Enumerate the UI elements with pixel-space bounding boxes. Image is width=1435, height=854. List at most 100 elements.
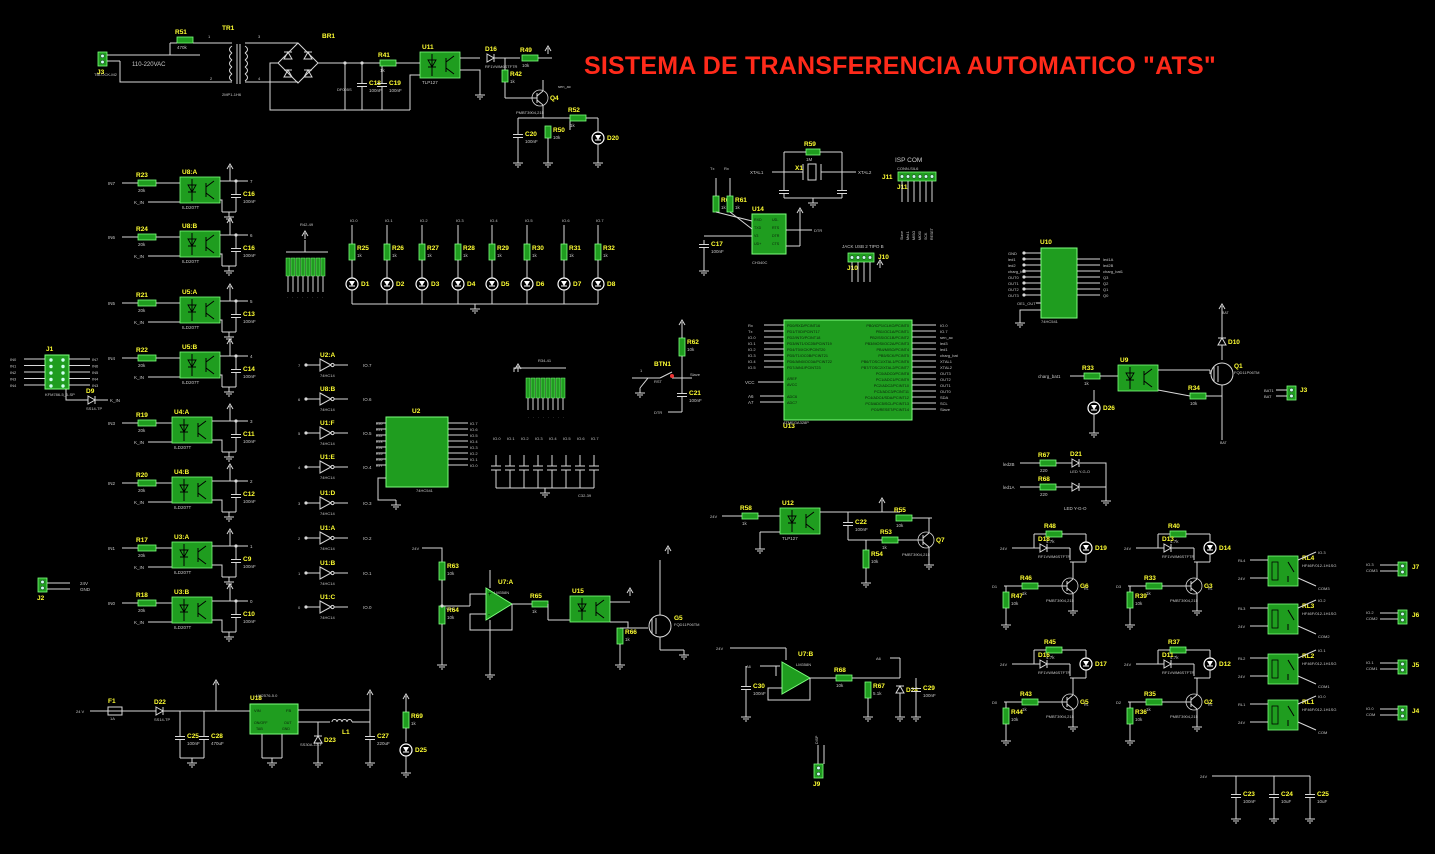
refdes-label: C23: [1243, 791, 1255, 798]
ground-icon: [485, 670, 495, 680]
label: led1: [1008, 257, 1016, 262]
junction: [1022, 281, 1026, 285]
chip-pin-label: RXD: [754, 218, 762, 222]
label: .: [558, 414, 559, 419]
io-net-label: IO.3: [535, 436, 543, 441]
power-arrow-icon: [226, 338, 234, 347]
label: RESET: [930, 227, 934, 240]
label: 74HC541: [416, 488, 434, 493]
refdes-label: C19: [389, 80, 401, 87]
resistor-value: 20k: [138, 608, 146, 613]
refdes-label: R30: [532, 245, 544, 252]
refdes-label: U12: [782, 500, 794, 507]
ground-icon: [543, 158, 553, 168]
refdes-label: D12: [1219, 661, 1231, 668]
wire: [197, 420, 207, 428]
ground-icon: [1125, 620, 1135, 630]
refdes-label: R68: [834, 667, 846, 674]
wire: [220, 253, 223, 266]
label: FQD11P06TM: [1234, 370, 1260, 375]
d20-led: D20: [591, 131, 619, 145]
gate-value: 74HC14: [320, 511, 335, 516]
wire: [1066, 694, 1074, 701]
ground-icon: [1231, 814, 1241, 824]
ground-icon: [267, 758, 277, 768]
junction: [304, 536, 308, 540]
power-arrow-icon: [402, 693, 410, 702]
refdes-label: Q4: [550, 95, 559, 102]
label: COM: [1318, 730, 1327, 735]
label: DISP: [815, 735, 819, 744]
refdes-label: R66: [625, 629, 637, 636]
refdes-label: R27: [427, 245, 439, 252]
junction: [304, 571, 308, 575]
resistor-value: 10k: [871, 559, 879, 564]
label: .: [543, 414, 544, 419]
wire: [1297, 721, 1317, 731]
capacitor-value: 100nF: [243, 439, 256, 444]
label: VCC: [745, 380, 755, 385]
indicator-led: D2: [380, 277, 405, 291]
wire: [205, 355, 215, 363]
wire: [197, 480, 207, 488]
io-net-label: IO.2: [420, 218, 428, 223]
resistor-value: 1k: [1022, 707, 1028, 712]
resistor-value: 20k: [138, 308, 146, 313]
label: Q0: [1103, 293, 1109, 298]
ground-icon: [741, 712, 751, 722]
label: BAT1: [1264, 388, 1274, 393]
j2-terminal: J2: [37, 577, 48, 602]
indicator-led: D4: [451, 277, 476, 291]
mcu-net-label: IO.0: [748, 335, 756, 340]
refdes-label: J11: [882, 174, 893, 181]
resistor-value: 20k: [138, 488, 146, 493]
label: LM358N: [494, 590, 509, 595]
capacitor-value: 100nF: [1243, 799, 1256, 804]
label: 24V: [412, 546, 419, 551]
refdes-label: J7: [1412, 564, 1420, 571]
ground-icon: [593, 158, 603, 168]
refdes-label: U2: [412, 408, 421, 415]
refdes-label: D22: [154, 699, 166, 706]
refdes-label: U10: [1040, 239, 1052, 246]
refdes-label: C28: [211, 733, 223, 740]
label: 3: [250, 419, 253, 424]
label: IO.0: [1366, 706, 1374, 711]
ground-icon: [224, 632, 234, 642]
refdes-label: D3: [431, 281, 440, 288]
io-net-label: IO.5: [563, 436, 571, 441]
refdes-label: C24: [1281, 791, 1293, 798]
refdes-label: D4: [467, 281, 476, 288]
refdes-label: C22: [855, 519, 867, 526]
junction: [1022, 275, 1026, 279]
label: LM2576-5.0: [256, 693, 278, 698]
label: RL: [1208, 703, 1213, 707]
label: OUT1: [1008, 281, 1019, 286]
wire: [220, 319, 223, 332]
wire: [1297, 675, 1317, 685]
pin-number: 2: [298, 536, 301, 541]
j10-usb-jack: J10: [847, 252, 875, 272]
capacitor-value: 100nF: [243, 564, 256, 569]
label: BAT: [1220, 441, 1228, 445]
io-net-label: IO.6: [577, 436, 585, 441]
refdes-label: C16: [243, 245, 255, 252]
label: GND: [80, 587, 91, 592]
label: D1: [992, 584, 998, 589]
